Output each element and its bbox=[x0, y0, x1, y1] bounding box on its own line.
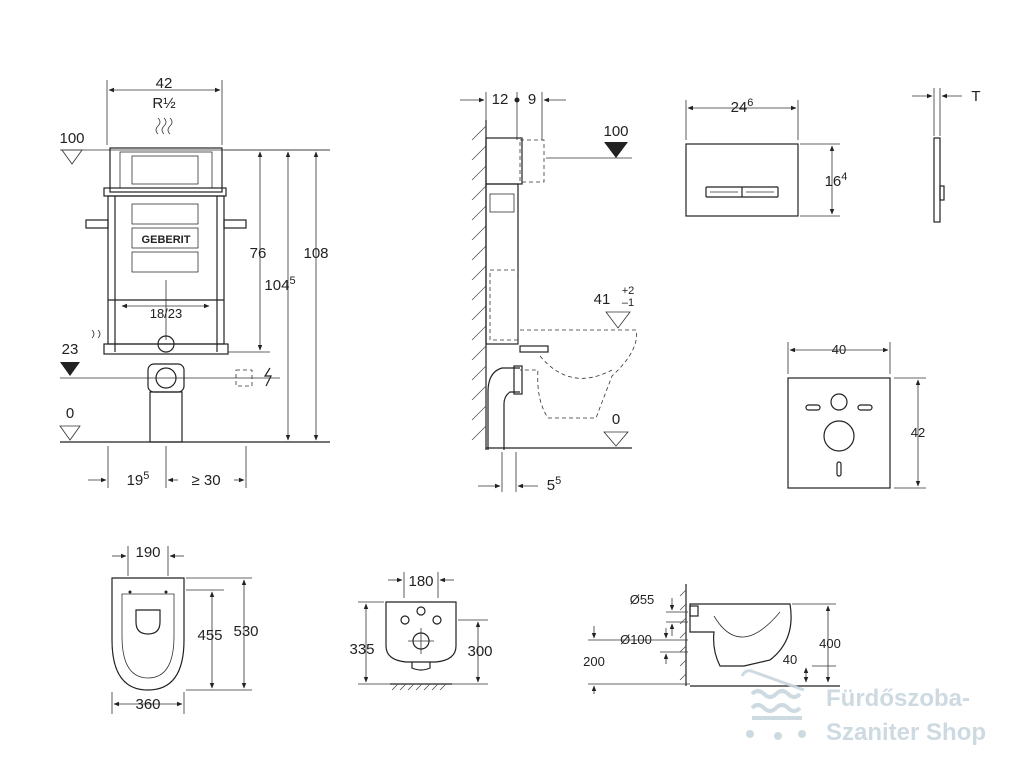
bowl-front-h-335-label: 335 bbox=[349, 641, 374, 658]
frame-level-0-label: 0 bbox=[66, 405, 74, 422]
shop-watermark: Fürdőszoba- Szaniter Shop bbox=[740, 669, 986, 746]
side-depth-9-label: 9 bbox=[528, 91, 536, 108]
frame-pipe-range-label: 18/23 bbox=[150, 306, 183, 321]
side-seat-tol-plus: +2 bbox=[622, 285, 635, 297]
pad-height-label: 42 bbox=[911, 425, 925, 440]
bowl-top-width-190-label: 190 bbox=[135, 544, 160, 561]
frame-logo: GEBERIT bbox=[142, 234, 191, 246]
bowl-side-h-400-label: 400 bbox=[819, 636, 841, 651]
frame-offset-19-label: 195 bbox=[127, 470, 150, 489]
frame-height-104-label: 1045 bbox=[264, 275, 295, 294]
bowl-side-d55-label: Ø55 bbox=[630, 592, 655, 607]
bowl-side-view: Ø55 Ø100 200 400 40 bbox=[583, 584, 841, 694]
watermark-line-2: Szaniter Shop bbox=[826, 719, 986, 746]
frame-offset-30-label: ≥ 30 bbox=[191, 472, 220, 489]
watermark-line-1: Fürdőszoba- bbox=[826, 685, 970, 712]
side-depth-12-label: 12 bbox=[492, 91, 509, 108]
frame-side-view: 12 9 100 41 +2 –1 0 bbox=[460, 91, 637, 494]
bowl-front-width-180-label: 180 bbox=[408, 573, 433, 590]
frame-front-view: 42 R½ 100 GEBERIT 18/23 76 bbox=[59, 75, 330, 489]
side-level-0-label: 0 bbox=[612, 411, 620, 428]
insulation-pad-view: 40 42 bbox=[787, 342, 926, 489]
frame-thread-label: R½ bbox=[152, 95, 176, 112]
bowl-top-view: 190 455 530 360 bbox=[111, 544, 259, 714]
frame-height-108-label: 108 bbox=[303, 245, 328, 262]
bowl-top-h-455-label: 455 bbox=[197, 627, 222, 644]
bowl-side-h-40-label: 40 bbox=[783, 652, 797, 667]
flush-plate-view: 246 164 T bbox=[685, 88, 981, 223]
side-seat-tol-minus: –1 bbox=[622, 297, 634, 309]
plate-thickness-label: T bbox=[971, 88, 980, 105]
plate-height-label: 164 bbox=[825, 171, 848, 190]
side-bottom-5-label: 55 bbox=[547, 475, 561, 494]
frame-level-23-label: 23 bbox=[62, 341, 79, 358]
bowl-top-width-360-label: 360 bbox=[135, 696, 160, 713]
pad-width-label: 40 bbox=[832, 342, 846, 357]
shower-logo-icon bbox=[740, 669, 806, 740]
bowl-top-h-530-label: 530 bbox=[233, 623, 258, 640]
frame-level-100-label: 100 bbox=[59, 130, 84, 147]
bowl-side-h-200-label: 200 bbox=[583, 654, 605, 669]
bowl-side-d100-label: Ø100 bbox=[620, 632, 652, 647]
side-seat-height-label: 41 bbox=[594, 291, 611, 308]
frame-width-label: 42 bbox=[156, 75, 173, 92]
frame-height-76-label: 76 bbox=[250, 245, 267, 262]
bowl-front-view: 180 335 300 bbox=[349, 572, 493, 691]
plate-width-label: 246 bbox=[731, 97, 754, 116]
side-level-100-label: 100 bbox=[603, 123, 628, 140]
bowl-front-h-300-label: 300 bbox=[467, 643, 492, 660]
